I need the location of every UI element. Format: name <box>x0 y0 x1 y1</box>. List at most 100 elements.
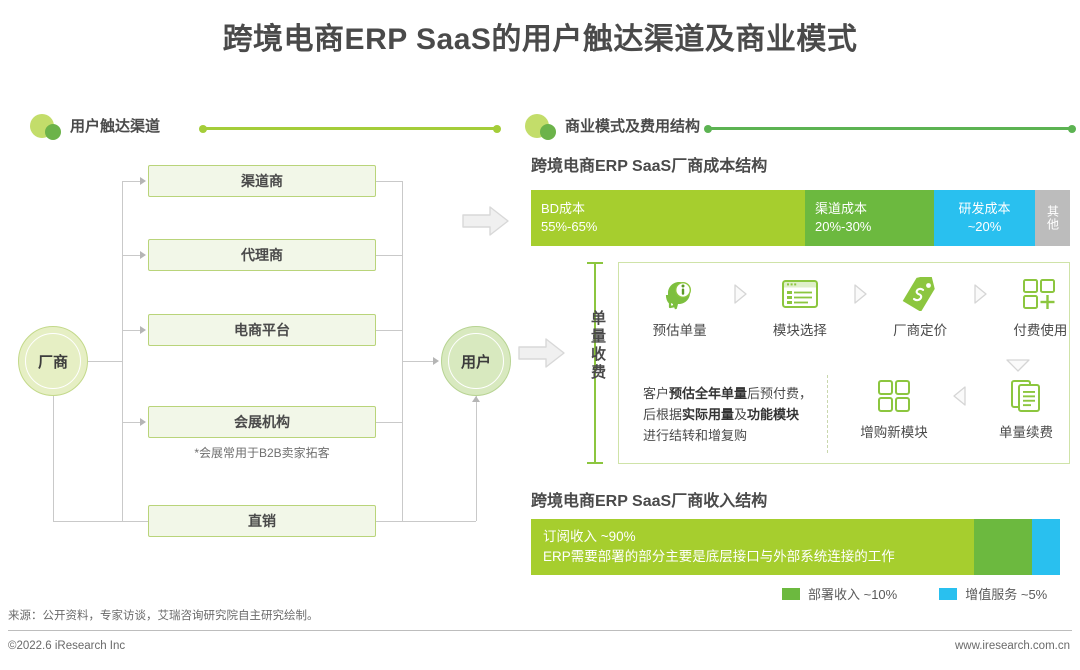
four-squares-icon <box>845 375 943 417</box>
revenue-segment-subscription[interactable]: 订阅收入 ~90% ERP需要部署的部分主要是底层接口与外部系统连接的工作 <box>531 519 974 575</box>
legend-swatch <box>782 587 800 600</box>
channel-node-label: 代理商 <box>241 247 283 263</box>
cost-segment-name: 渠道成本 <box>815 201 868 216</box>
source-note: 来源：公开资料，专家访谈，艾瑞咨询研究院自主研究绘制。 <box>8 610 319 622</box>
flow-line <box>53 396 54 521</box>
renewal-step-row: 增购新模块 单量续费 <box>845 375 1080 441</box>
step-chevron-icon <box>724 273 755 315</box>
step-chevron-icon <box>965 273 996 315</box>
revenue-segment-deployment[interactable] <box>974 519 1032 575</box>
channel-node-4[interactable]: 直销 <box>148 505 376 537</box>
vendor-label: 厂商 <box>37 353 68 371</box>
revenue-structure-bar: 订阅收入 ~90% ERP需要部署的部分主要是底层接口与外部系统连接的工作 <box>531 519 1070 575</box>
flow-arrow <box>472 396 480 402</box>
pricing-process-panel: 预估单量 <box>618 262 1070 464</box>
revenue-segment-valueadd[interactable] <box>1032 519 1060 575</box>
pricing-step-2[interactable]: 厂商定价 <box>875 273 964 339</box>
down-chevron-icon <box>1005 357 1031 378</box>
renewal-step-1[interactable]: 单量续费 <box>977 375 1075 441</box>
bubble-icon <box>525 114 559 142</box>
flow-line <box>476 396 477 521</box>
cost-structure-bar: BD成本 55%-65% 渠道成本 20%-30% 研发成本 ~20% 其他 <box>531 190 1070 246</box>
flow-line <box>122 181 123 521</box>
website-text: www.iresearch.com.cn <box>954 640 1070 652</box>
head-info-icon <box>635 273 724 315</box>
section-rule-right <box>704 124 1076 133</box>
channel-node-3[interactable]: 会展机构 <box>148 406 376 438</box>
legend-label: 部署收入 ~10% <box>808 587 898 602</box>
pricing-step-0[interactable]: 预估单量 <box>635 273 724 339</box>
pricing-step-label: 模块选择 <box>772 323 827 338</box>
section-header-left: 用户触达渠道 <box>30 112 501 146</box>
channel-node-label: 渠道商 <box>241 173 283 189</box>
flow-line <box>376 255 402 256</box>
flow-arrow <box>140 418 146 426</box>
channel-node-2[interactable]: 电商平台 <box>148 314 376 346</box>
cost-segment-bd[interactable]: BD成本 55%-65% <box>531 190 805 246</box>
cost-segment-value: ~20% <box>967 219 1002 234</box>
flow-line <box>402 181 403 521</box>
cost-structure-heading: 跨境电商ERP SaaS厂商成本结构 <box>531 158 768 175</box>
renewal-step-label: 增购新模块 <box>860 425 928 440</box>
channel-node-0[interactable]: 渠道商 <box>148 165 376 197</box>
cost-segment-rnd[interactable]: 研发成本 ~20% <box>934 190 1035 246</box>
flow-arrow <box>140 251 146 259</box>
pricing-step-label: 付费使用 <box>1013 323 1068 338</box>
flow-line <box>53 521 148 522</box>
cost-segment-name: BD成本 <box>541 201 586 216</box>
documents-icon <box>977 375 1075 417</box>
pricing-step-1[interactable]: 模块选择 <box>755 273 844 339</box>
flow-line <box>122 181 142 182</box>
vendor-circle[interactable]: 厂商 <box>18 326 88 396</box>
cost-segment-name: 研发成本 <box>958 201 1011 216</box>
cost-segment-value: 20%-30% <box>815 219 872 234</box>
panel-divider <box>827 375 828 453</box>
exhibition-note: *会展常用于B2B卖家拓客 <box>194 446 330 460</box>
flow-line <box>376 330 402 331</box>
channel-node-1[interactable]: 代理商 <box>148 239 376 271</box>
pricing-vertical-text: 单量收费 <box>589 310 606 382</box>
user-label: 用户 <box>460 353 491 371</box>
cost-segment-channel[interactable]: 渠道成本 20%-30% <box>805 190 934 246</box>
flow-line <box>122 330 142 331</box>
legend-item-deployment: 部署收入 ~10% <box>782 584 897 603</box>
price-tag-icon <box>875 273 964 315</box>
copyright-text: ©2022.6 iResearch Inc <box>8 640 126 652</box>
revenue-legend: 部署收入 ~10% 增值服务 ~5% <box>782 584 1047 603</box>
renewal-step-0[interactable]: 增购新模块 <box>845 375 943 441</box>
flow-line <box>376 422 402 423</box>
block-arrow-to-cost-icon <box>462 205 510 237</box>
channel-node-label: 会展机构 <box>234 414 290 430</box>
grid-plus-icon <box>996 273 1080 315</box>
cost-segment-value: 55%-65% <box>541 219 598 234</box>
legend-item-valueadd: 增值服务 ~5% <box>939 584 1047 603</box>
cost-segment-other[interactable]: 其他 <box>1035 190 1070 246</box>
page-title: 跨境电商ERP SaaS的用户触达渠道及商业模式 <box>222 23 858 56</box>
flow-arrow <box>140 326 146 334</box>
flow-line <box>376 181 402 182</box>
desc-line-0: 客户预估全年单量后预付费， <box>643 386 813 401</box>
desc-line-1: 后根据实际用量及功能模块 <box>643 407 800 422</box>
flow-arrow <box>433 357 439 365</box>
step-chevron-icon <box>845 273 876 315</box>
section-header-right: 商业模式及费用结构 <box>525 112 1076 146</box>
revenue-subscription-note: ERP需要部署的部分主要是底层接口与外部系统连接的工作 <box>543 549 895 564</box>
user-circle[interactable]: 用户 <box>441 326 511 396</box>
cost-segment-name: 其他 <box>1045 205 1060 231</box>
section-rule-left <box>199 124 501 133</box>
bubble-icon <box>30 114 64 142</box>
legend-label: 增值服务 ~5% <box>965 587 1048 602</box>
section-label-left: 用户触达渠道 <box>70 118 161 135</box>
pricing-step-label: 厂商定价 <box>893 323 948 338</box>
pricing-description: 客户预估全年单量后预付费， 后根据实际用量及功能模块 进行结转和增复购 <box>643 383 823 446</box>
flow-line <box>88 361 122 362</box>
step-chevron-left-icon <box>943 375 977 417</box>
flow-line <box>376 521 476 522</box>
block-arrow-to-pricing-icon <box>518 337 566 369</box>
user-reach-flow-diagram: 渠道商 代理商 电商平台 会展机构 *会展常用于B2B卖家拓客 直销 厂商 用户 <box>0 150 520 620</box>
pricing-step-label: 预估单量 <box>652 323 707 338</box>
desc-line-2: 进行结转和增复购 <box>643 428 748 443</box>
pricing-vertical-label: 单量收费 <box>578 262 612 464</box>
pricing-step-3[interactable]: 付费使用 <box>996 273 1080 339</box>
